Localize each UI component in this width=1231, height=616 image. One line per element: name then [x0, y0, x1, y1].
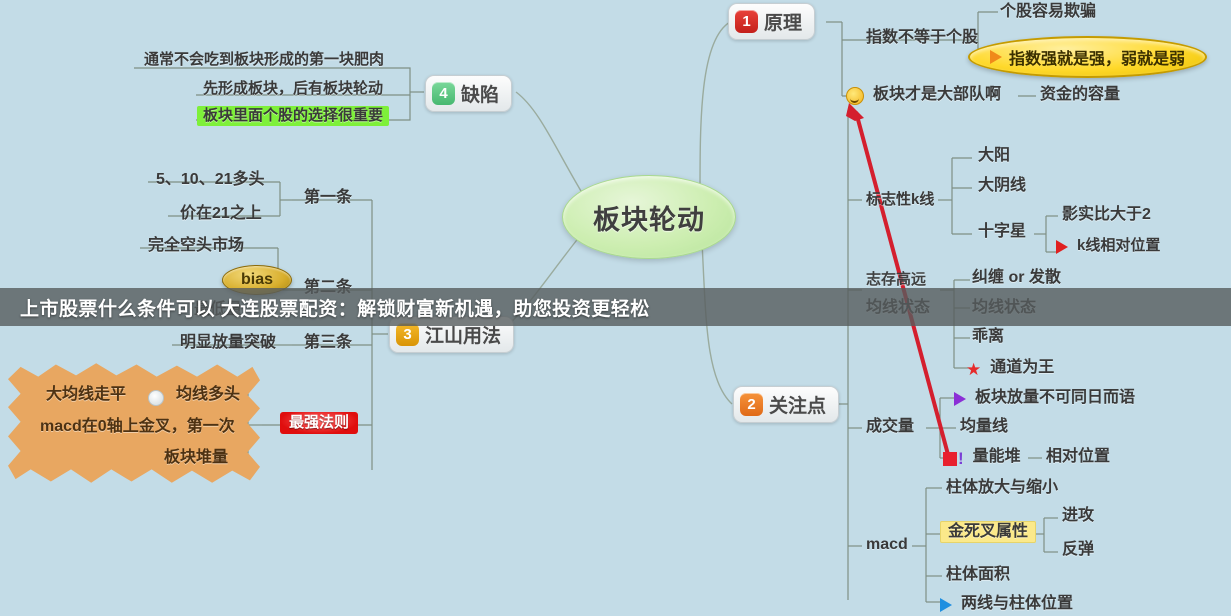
cloud-connector-dot	[148, 390, 164, 406]
node-rule-1a[interactable]: 5、10、21多头	[156, 171, 265, 188]
node-k-line-title[interactable]: 标志性k线	[866, 191, 935, 208]
branch-number-1: 1	[735, 10, 758, 33]
node-cloud-1b[interactable]: 均线多头	[176, 386, 241, 403]
node-rule-1-title[interactable]: 第一条	[304, 189, 353, 206]
play-triangle-icon	[940, 598, 952, 612]
node-sector-army-label: 板块才是大部队啊	[873, 86, 1002, 103]
branch-focus-points[interactable]: 2 关注点	[733, 386, 840, 423]
node-k-3b-label: k线相对位置	[1077, 237, 1161, 254]
node-cloud-1a[interactable]: 大均线走平	[46, 386, 127, 403]
node-cloud-3[interactable]: 板块堆量	[164, 449, 229, 466]
smiley-icon	[846, 87, 864, 105]
branch-label-focus-points: 关注点	[769, 396, 827, 417]
node-volume-title[interactable]: 成交量	[866, 418, 915, 435]
node-volume-2[interactable]: 均量线	[960, 418, 1009, 435]
node-index-strong-label: 指数强就是强，弱就是弱	[1009, 51, 1186, 68]
node-defect-2[interactable]: 先形成板块，后有板块轮动	[203, 80, 384, 97]
node-macd-3[interactable]: 柱体面积	[946, 566, 1011, 583]
play-triangle-icon	[990, 50, 1002, 64]
play-triangle-icon	[954, 392, 966, 406]
branch-number-2: 2	[740, 393, 763, 416]
node-volume-3a[interactable]: 相对位置	[1046, 448, 1111, 465]
node-index-strong[interactable]: 指数强就是强，弱就是弱	[968, 36, 1208, 78]
node-macd-2-label: 金死叉属性	[940, 521, 1037, 543]
center-node[interactable]: 板块轮动	[562, 175, 736, 259]
branch-principle[interactable]: 1 原理	[728, 3, 816, 40]
node-macd-4[interactable]: 两线与柱体位置	[940, 594, 1077, 616]
node-ma-aspire[interactable]: 志存高远	[866, 271, 927, 288]
play-triangle-icon	[1056, 240, 1068, 254]
center-node-label: 板块轮动	[593, 204, 705, 235]
branch-label-principle: 原理	[764, 13, 803, 34]
node-macd-2a[interactable]: 进攻	[1062, 507, 1095, 524]
node-macd-2[interactable]: 金死叉属性	[940, 521, 1037, 543]
branch-number-3: 3	[396, 323, 419, 346]
branch-label-defects: 缺陷	[461, 85, 500, 106]
node-rule-1b[interactable]: 价在21之上	[180, 205, 262, 222]
node-defect-1[interactable]: 通常不会吃到板块形成的第一块肥肉	[144, 51, 385, 68]
node-rule-3a[interactable]: 明显放量突破	[180, 334, 277, 351]
node-k-3[interactable]: 十字星	[978, 223, 1027, 240]
node-k-3a[interactable]: 影实比大于2	[1062, 206, 1151, 223]
node-macd-title[interactable]: macd	[866, 536, 908, 553]
branch-defects[interactable]: 4 缺陷	[425, 75, 513, 112]
node-macd-1[interactable]: 柱体放大与缩小	[946, 479, 1059, 496]
node-strongest-rule[interactable]: 最强法则	[280, 412, 359, 434]
overlay-banner-text: 上市股票什么条件可以 大连股票配资：解锁财富新机遇，助您投资更轻松	[20, 298, 650, 320]
node-ma-4-label: 通道为王	[990, 359, 1055, 376]
node-volume-3[interactable]: ! 量能堆	[958, 447, 1025, 469]
node-strongest-rule-label: 最强法则	[280, 412, 359, 434]
node-k-2[interactable]: 大阴线	[978, 177, 1027, 194]
node-cloud-2[interactable]: macd在0轴上金叉，第一次	[40, 418, 235, 435]
overlay-banner: 上市股票什么条件可以 大连股票配资：解锁财富新机遇，助您投资更轻松	[0, 288, 1231, 326]
branch-number-4: 4	[432, 82, 455, 105]
node-k-3b[interactable]: k线相对位置	[1056, 236, 1164, 258]
node-macd-4-label: 两线与柱体位置	[961, 595, 1074, 612]
node-k-1[interactable]: 大阳	[978, 147, 1011, 164]
exclamation-icon: !	[958, 448, 964, 468]
node-defect-3-label: 板块里面个股的选择很重要	[197, 106, 390, 126]
branch-label-usage: 江山用法	[425, 326, 502, 347]
node-rule-3-title[interactable]: 第三条	[304, 334, 353, 351]
node-rule-2a[interactable]: 完全空头市场	[148, 237, 245, 254]
node-volume-1-label: 板块放量不可同日而语	[975, 389, 1136, 406]
cloud-shape	[8, 363, 260, 483]
node-sector-army[interactable]: 板块才是大部队啊	[846, 85, 1005, 107]
annotation-arrow	[846, 103, 957, 466]
node-stock-deceive[interactable]: 个股容易欺骗	[1000, 3, 1097, 20]
node-index-ne-stock[interactable]: 指数不等于个股	[866, 29, 979, 46]
node-capital-capacity[interactable]: 资金的容量	[1040, 86, 1121, 103]
star-icon: ★	[966, 359, 982, 379]
node-macd-2b[interactable]: 反弹	[1062, 541, 1095, 558]
node-ma-1[interactable]: 纠缠 or 发散	[972, 269, 1061, 286]
node-ma-3[interactable]: 乖离	[972, 328, 1005, 345]
node-volume-1[interactable]: 板块放量不可同日而语	[954, 388, 1139, 410]
node-defect-3[interactable]: 板块里面个股的选择很重要	[197, 106, 390, 126]
node-ma-4[interactable]: ★ 通道为王	[966, 358, 1058, 380]
node-volume-3-label: 量能堆	[972, 448, 1021, 465]
